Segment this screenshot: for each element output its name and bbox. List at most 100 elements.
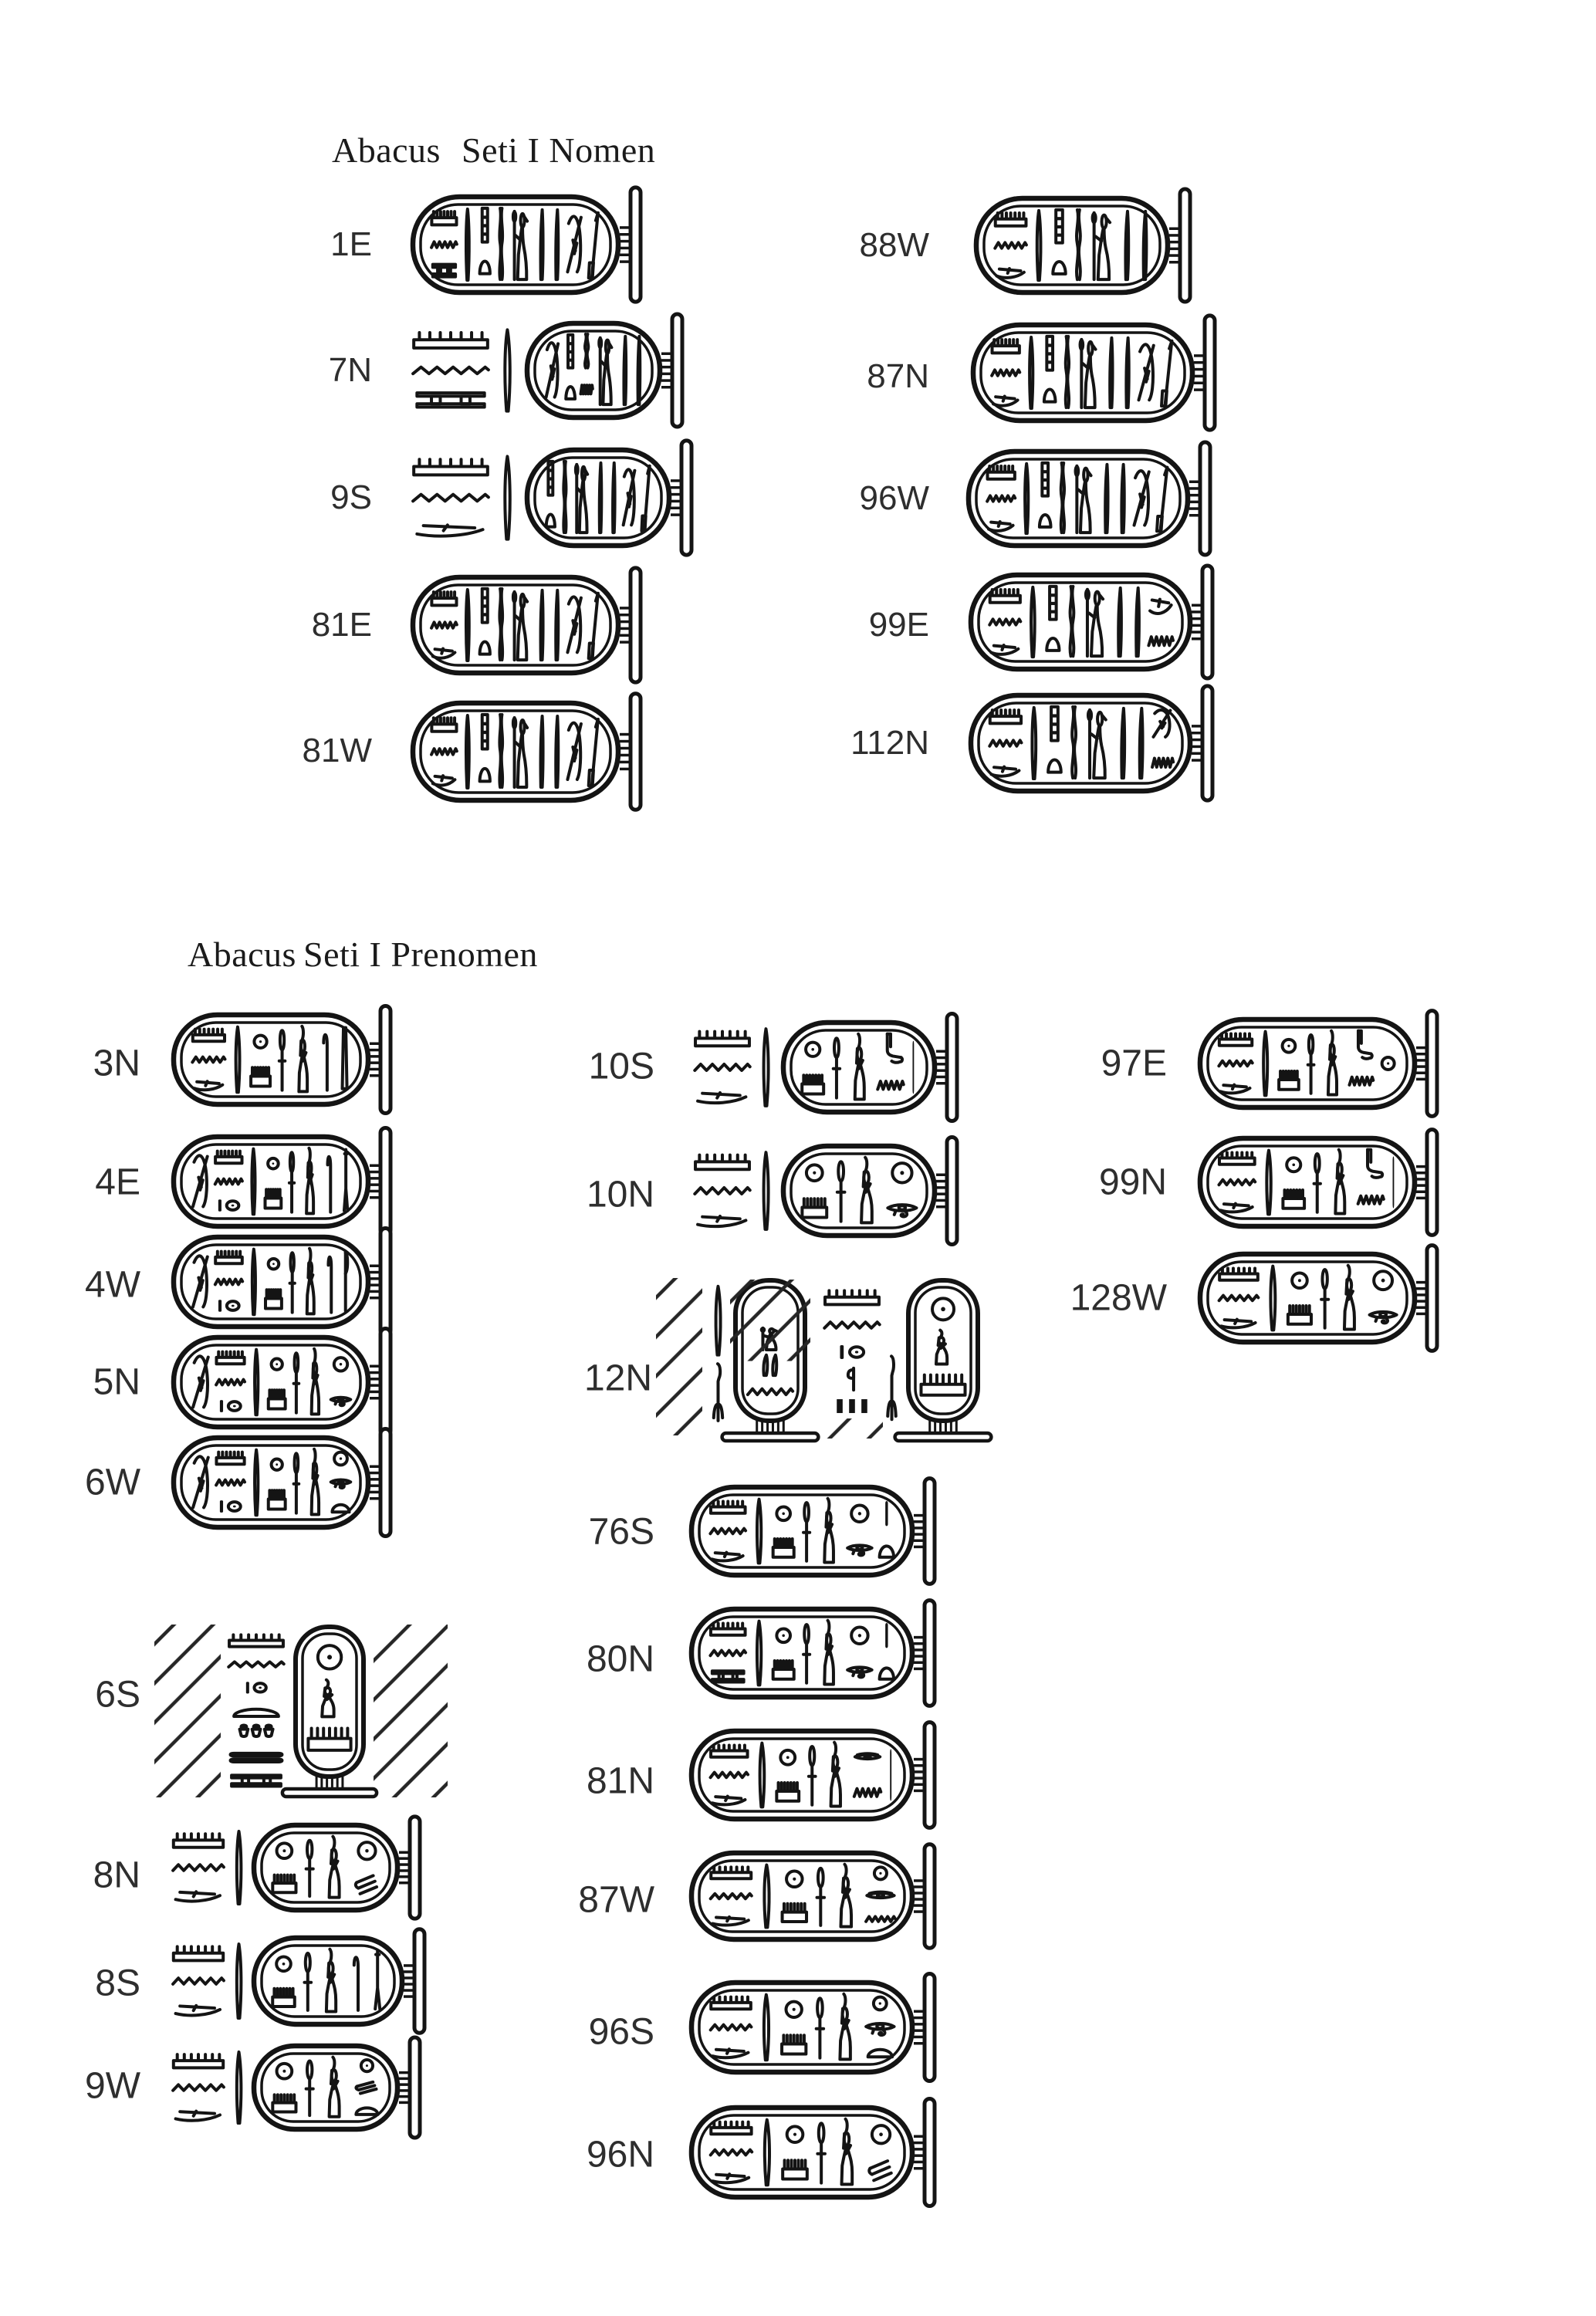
- cartouche: [251, 2035, 422, 2140]
- blade-glyph: [554, 588, 560, 662]
- entry-figure-81N: [688, 1720, 937, 1830]
- abacus-column-header: Abacus: [188, 935, 296, 974]
- cartouche: [688, 1842, 937, 1950]
- twist-glyph: [1063, 334, 1070, 410]
- entry-label-4W: 4W: [85, 1264, 140, 1306]
- cartouche-rope-tie: [914, 1971, 937, 2084]
- twist-glyph: [1059, 461, 1066, 535]
- blade-glyph: [622, 334, 628, 407]
- stroke-glyph: [1392, 1156, 1395, 1209]
- entry-label-6W: 6W: [85, 1462, 140, 1503]
- entry-label-4E: 4E: [95, 1161, 140, 1203]
- entry-label-9W: 9W: [85, 2065, 140, 2107]
- twist-glyph: [562, 460, 568, 535]
- entry-figure-12N: [656, 1278, 993, 1443]
- cartouche: [968, 563, 1215, 681]
- blade-glyph: [539, 588, 545, 662]
- sled-glyph: [230, 1773, 282, 1788]
- cartouche: [780, 1134, 959, 1247]
- blade-glyph: [1141, 209, 1148, 282]
- cartouche-rope-tie: [914, 1720, 937, 1830]
- entry-figure-99E: [968, 563, 1215, 681]
- blade-glyph: [597, 461, 604, 535]
- entry-figure-1E: [410, 185, 643, 304]
- entry-label-8S: 8S: [95, 1963, 140, 2004]
- cartouche: [171, 1003, 393, 1116]
- cartouche-rope-tie: [404, 1927, 427, 2035]
- cartouche-rope-tie: [370, 1426, 393, 1539]
- entry-label-87W: 87W: [578, 1879, 654, 1921]
- cartouche-rope-tie: [661, 312, 685, 429]
- stroke-glyph: [885, 1501, 888, 1527]
- cartouche: [970, 313, 1217, 432]
- feather-glyph: [764, 1029, 769, 1106]
- cartouche: [1197, 1009, 1439, 1118]
- cartouche: [780, 1011, 959, 1124]
- zigzag-glyph: [413, 367, 489, 374]
- comb-glyph: [414, 333, 488, 348]
- zigzag-glyph: [227, 1660, 286, 1669]
- zigzag-glyph: [580, 384, 593, 395]
- zigzag-glyph: [413, 495, 489, 502]
- entry-figure-9W: [171, 2035, 422, 2140]
- cartouche: [410, 566, 643, 685]
- sickle-glyph: [174, 2004, 221, 2017]
- entry-figure-96W: [965, 440, 1212, 557]
- entry-figure-99N: [1197, 1128, 1439, 1237]
- cartouche-rope-tie: [671, 438, 694, 557]
- entry-figure-6S: [154, 1625, 448, 1799]
- strokesun-glyph: [839, 1344, 864, 1360]
- cartouche-rope-tie: [936, 1011, 959, 1124]
- vertical-cartouche: [280, 1625, 379, 1799]
- twist-glyph: [584, 333, 590, 369]
- entry-label-5N: 5N: [93, 1361, 140, 1403]
- cartouche: [171, 1326, 393, 1439]
- stroke-glyph: [885, 1623, 888, 1648]
- cartouche: [688, 2096, 937, 2209]
- cartouche-rope-tie: [914, 1842, 937, 1950]
- entry-figure-5N: [171, 1326, 393, 1439]
- feather-glyph: [465, 587, 471, 663]
- cartouche-rope-tie: [620, 185, 643, 304]
- cartouche-rope-tie: [914, 1476, 937, 1586]
- comb-glyph: [694, 1030, 751, 1047]
- entry-figure-112N: [968, 684, 1215, 803]
- cartouche: [688, 1720, 937, 1830]
- cartouche-rope-tie: [914, 2096, 937, 2209]
- cartouche: [524, 438, 694, 557]
- feather-glyph: [237, 1944, 242, 2018]
- cartouche: [965, 440, 1212, 557]
- zigzag-glyph: [823, 1320, 881, 1330]
- comb-glyph: [694, 1154, 751, 1171]
- blade-glyph: [1108, 336, 1114, 410]
- entry-label-81E: 81E: [311, 606, 372, 644]
- cartouche-rope-tie: [936, 1134, 959, 1247]
- vertical-cartouche: [893, 1278, 993, 1443]
- entry-label-87N: 87N: [867, 357, 929, 395]
- feather-glyph: [235, 2050, 243, 2125]
- entry-figure-6W: [171, 1426, 393, 1539]
- entry-figure-96S: [688, 1971, 937, 2084]
- fork-glyph: [343, 1148, 350, 1212]
- zigzag-glyph: [171, 1976, 225, 1986]
- cartouche: [688, 1476, 937, 1586]
- cartouche-rope-tie: [399, 2035, 422, 2140]
- damage-hatching: [823, 1418, 883, 1439]
- cartouche: [973, 187, 1192, 304]
- cartouche-rope-tie: [1194, 313, 1217, 432]
- entry-label-10S: 10S: [588, 1046, 654, 1087]
- entry-figure-81E: [410, 566, 643, 685]
- cartouche: [1197, 1243, 1439, 1353]
- axe-glyph: [847, 1368, 854, 1391]
- cartouche: [171, 1226, 393, 1338]
- blade-glyph: [1104, 462, 1110, 535]
- entry-figure-87N: [970, 313, 1217, 432]
- entry-figure-80N: [688, 1598, 937, 1708]
- blade-glyph: [1120, 706, 1127, 780]
- bars3-glyph: [837, 1399, 867, 1413]
- sickle-glyph: [174, 2110, 221, 2122]
- stroke-glyph: [890, 1749, 892, 1801]
- entry-label-8N: 8N: [93, 1854, 140, 1896]
- entry-label-3N: 3N: [93, 1043, 140, 1084]
- cartouche: [688, 1971, 937, 2084]
